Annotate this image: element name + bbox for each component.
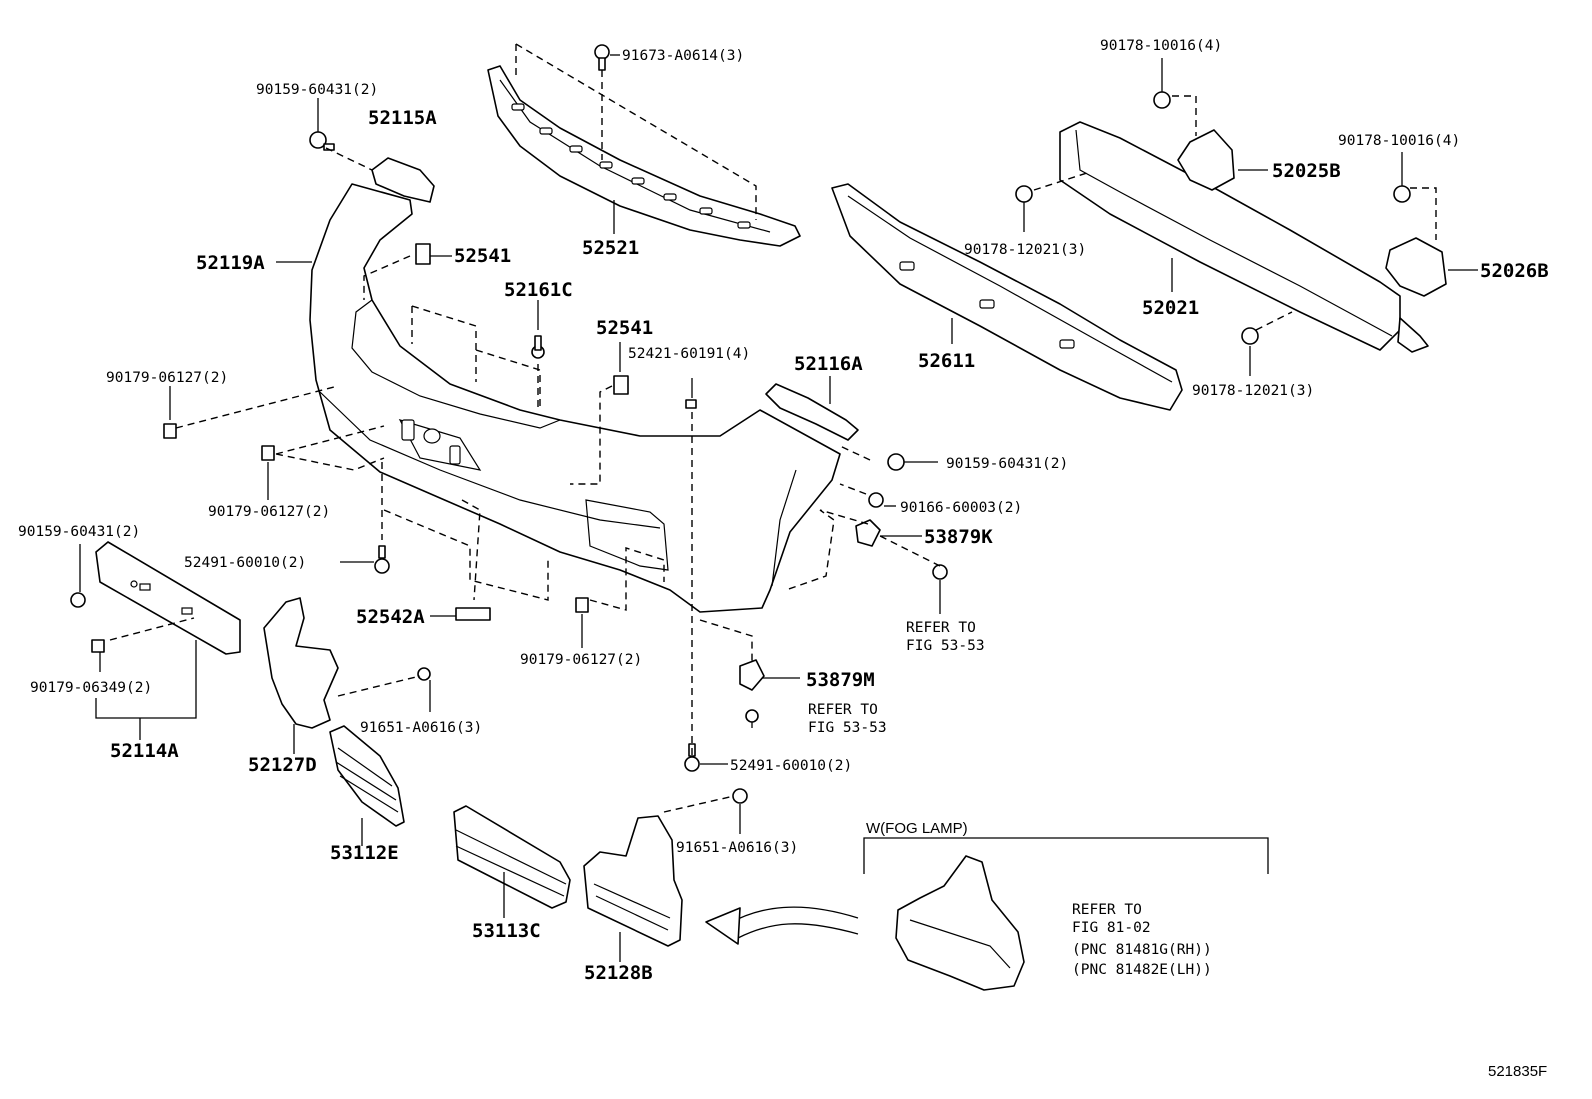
bracket-left-drawing — [371, 157, 435, 203]
diagram-id: 521835F — [1488, 1063, 1547, 1080]
label-90159-60431-right: 90159-60431(2) — [946, 456, 1068, 472]
label-52128B: 52128B — [584, 962, 653, 984]
label-52541-mid: 52541 — [596, 317, 653, 339]
label-53879K: 53879K — [924, 526, 993, 548]
fog-lamp-frame — [863, 837, 1269, 874]
upper-retainer-drawing — [487, 65, 801, 247]
label-52611: 52611 — [918, 350, 975, 372]
dashed-guides — [109, 43, 1437, 813]
label-52114A: 52114A — [110, 740, 179, 762]
mount-left-drawing — [1177, 129, 1235, 191]
label-52421-60191: 52421-60191(4) — [628, 346, 750, 362]
label-52025B: 52025B — [1272, 160, 1341, 182]
label-91651-A0616-bottom: 91651-A0616(3) — [676, 840, 798, 856]
fog-cover-drawing — [583, 815, 683, 947]
label-52115A: 52115A — [368, 107, 437, 129]
label-52119A: 52119A — [196, 252, 265, 274]
fasteners — [70, 44, 1411, 804]
refer-note-a-line1: REFER TO — [906, 620, 976, 636]
fog-lamp-title: W(FOG LAMP) — [866, 820, 968, 837]
label-53879M: 53879M — [806, 669, 875, 691]
label-52026B: 52026B — [1480, 260, 1549, 282]
fog-lamp-drawing — [895, 855, 1025, 991]
label-52127D: 52127D — [248, 754, 317, 776]
label-90179-06127-left: 90179-06127(2) — [106, 370, 228, 386]
label-90178-12021-right: 90178-12021(3) — [1192, 383, 1314, 399]
label-90179-06127-mid: 90179-06127(2) — [208, 504, 330, 520]
label-53112E: 53112E — [330, 842, 399, 864]
refer-note-b-line1: REFER TO — [808, 702, 878, 718]
label-52116A: 52116A — [794, 353, 863, 375]
label-90179-06127-bottom: 90179-06127(2) — [520, 652, 642, 668]
label-90159-60431-top: 90159-60431(2) — [256, 82, 378, 98]
label-53113C: 53113C — [472, 920, 541, 942]
label-90178-12021-left: 90178-12021(3) — [964, 242, 1086, 258]
label-90178-10016-right: 90178-10016(4) — [1338, 133, 1460, 149]
label-52161C: 52161C — [504, 279, 573, 301]
mount-right-drawing — [1385, 237, 1447, 297]
bumper-cover-drawing — [309, 183, 841, 613]
label-52491-60010-left: 52491-60010(2) — [184, 555, 306, 571]
part-labels: 91673-A0614(3) 90178-10016(4) 90178-1001… — [18, 38, 1549, 1080]
label-52521: 52521 — [582, 237, 639, 259]
label-91673-A0614: 91673-A0614(3) — [622, 48, 744, 64]
fog-refer-line3: (PNC 81481G(RH)) — [1072, 942, 1212, 958]
fog-refer-line1: REFER TO — [1072, 902, 1142, 918]
label-90159-60431-left: 90159-60431(2) — [18, 524, 140, 540]
label-90166-60003: 90166-60003(2) — [900, 500, 1022, 516]
leader-lines — [79, 54, 1478, 962]
license-bracket-drawing — [95, 541, 241, 655]
refer-note-b-line2: FIG 53-53 — [808, 720, 887, 736]
grille-bracket-drawing — [263, 597, 339, 729]
refer-note-a-line2: FIG 53-53 — [906, 638, 985, 654]
label-91651-A0616-left: 91651-A0616(3) — [360, 720, 482, 736]
label-90179-06349: 90179-06349(2) — [30, 680, 152, 696]
reinforcement-drawing — [1059, 121, 1429, 353]
install-arrow — [705, 906, 859, 945]
grille-left-drawing — [329, 725, 405, 827]
fog-refer-line4: (PNC 81482E(LH)) — [1072, 962, 1212, 978]
bracket-right-drawing — [765, 383, 859, 441]
label-52541-top: 52541 — [454, 245, 511, 267]
label-90178-10016-top: 90178-10016(4) — [1100, 38, 1222, 54]
label-52021: 52021 — [1142, 297, 1199, 319]
label-52542A: 52542A — [356, 606, 425, 628]
absorber-drawing — [831, 183, 1183, 411]
label-52491-60010-bottom: 52491-60010(2) — [730, 758, 852, 774]
fog-refer-line2: FIG 81-02 — [1072, 920, 1151, 936]
grille-center-drawing — [453, 805, 571, 909]
